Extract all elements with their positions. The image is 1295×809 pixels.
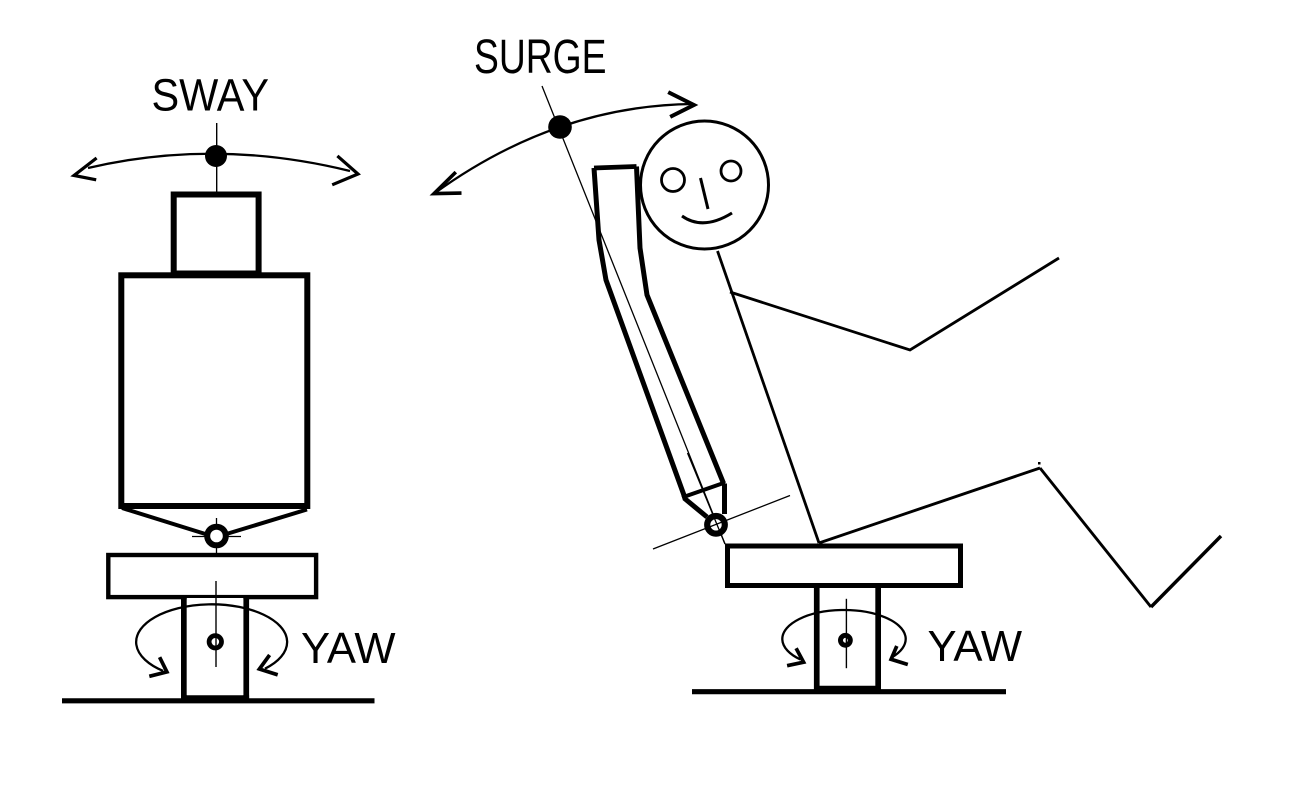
svg-text:YAW: YAW — [301, 624, 396, 673]
svg-text:SURGE: SURGE — [474, 31, 607, 84]
svg-text:SWAY: SWAY — [152, 70, 270, 121]
svg-text:YAW: YAW — [928, 622, 1023, 671]
